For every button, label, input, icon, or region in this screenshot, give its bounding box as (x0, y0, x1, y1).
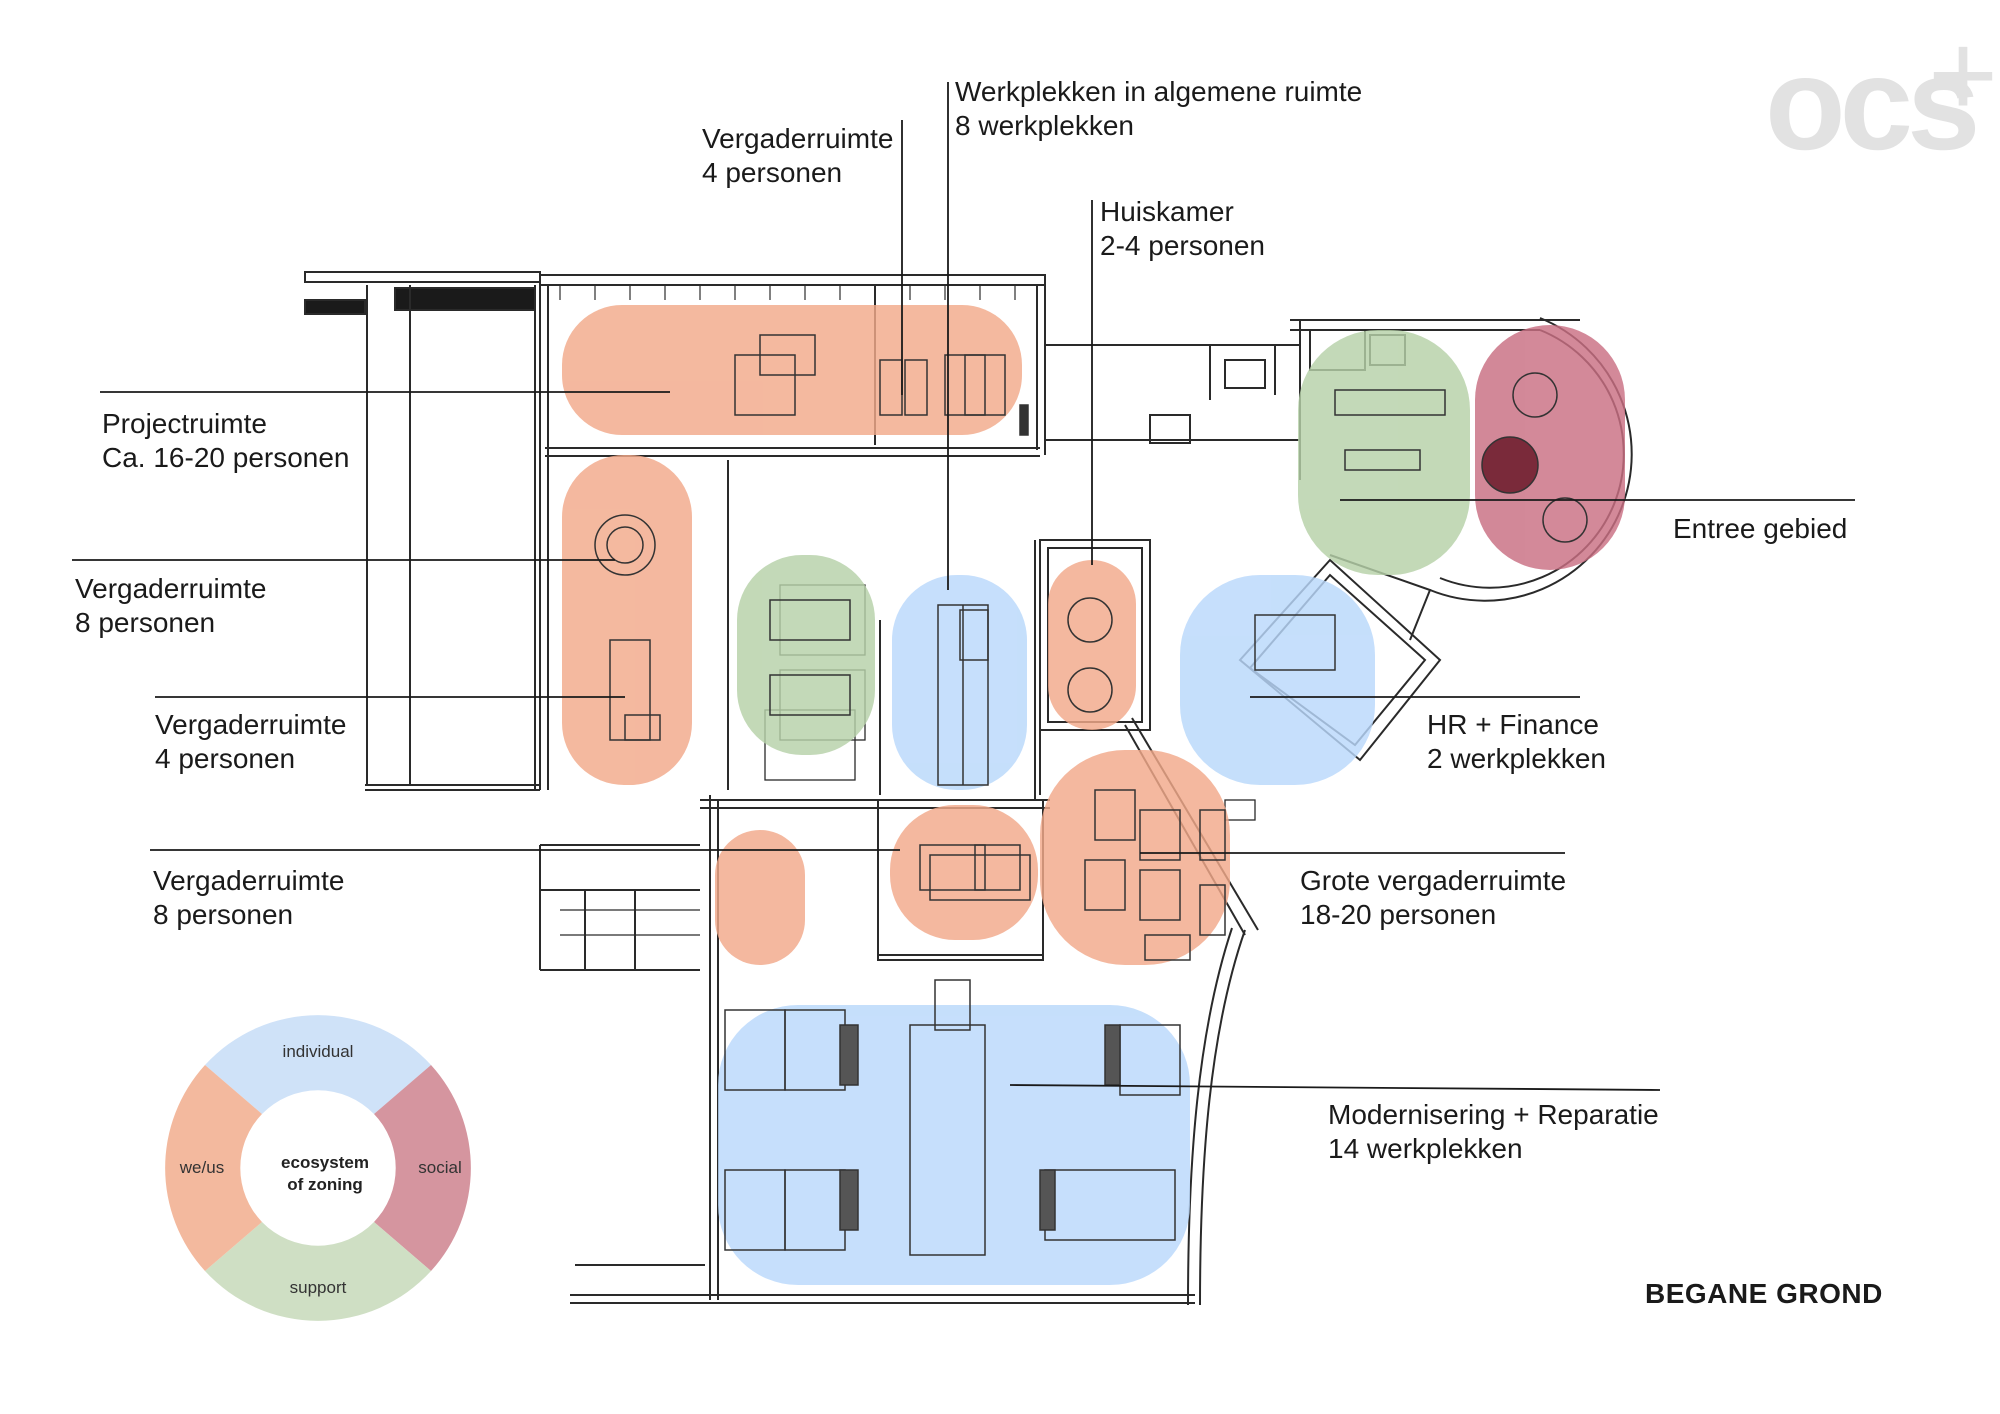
ocs-logo: ocs (1765, 30, 1980, 177)
zone-vergaderruimte-8b (715, 830, 805, 965)
legend-segment-we-us (165, 1065, 262, 1271)
zone-huiskamer (1048, 560, 1136, 730)
legend-label-we-us: we/us (179, 1158, 225, 1177)
legend-segment-individual (205, 1015, 431, 1114)
walls (304, 271, 1633, 1306)
zone-modernisering (718, 1005, 1190, 1285)
zone-vergaderruimte-8a (562, 455, 692, 785)
legend-ring (165, 1015, 471, 1321)
legend-segment-support (205, 1222, 431, 1321)
ocs-logo-plus: + (1928, 8, 1999, 142)
zones (562, 305, 1625, 1285)
legend-center-label: ecosystem of zoning (281, 1153, 369, 1194)
zone-grote-vergaderruimte (1040, 750, 1230, 965)
legend-label-social: social (418, 1158, 462, 1177)
zone-entree-social (1475, 325, 1625, 570)
zone-entree-support (1298, 330, 1470, 575)
zone-support-mid (737, 555, 875, 755)
zone-vergaderruimte-4b (890, 805, 1038, 940)
zone-hr-finance (1180, 575, 1375, 785)
leader-lines (72, 82, 1855, 1091)
label-entree: Entree gebied (1673, 513, 1848, 544)
zone-projectruimte (562, 305, 1022, 435)
zone-werkplekken-algemeen (892, 575, 1027, 790)
floor-title: BEGANE GROND (1645, 1278, 1883, 1309)
legend-label-individual: individual (282, 1042, 354, 1061)
furniture (594, 334, 1588, 1256)
legend-label-support: support (289, 1278, 347, 1297)
legend-segment-social (374, 1065, 471, 1271)
